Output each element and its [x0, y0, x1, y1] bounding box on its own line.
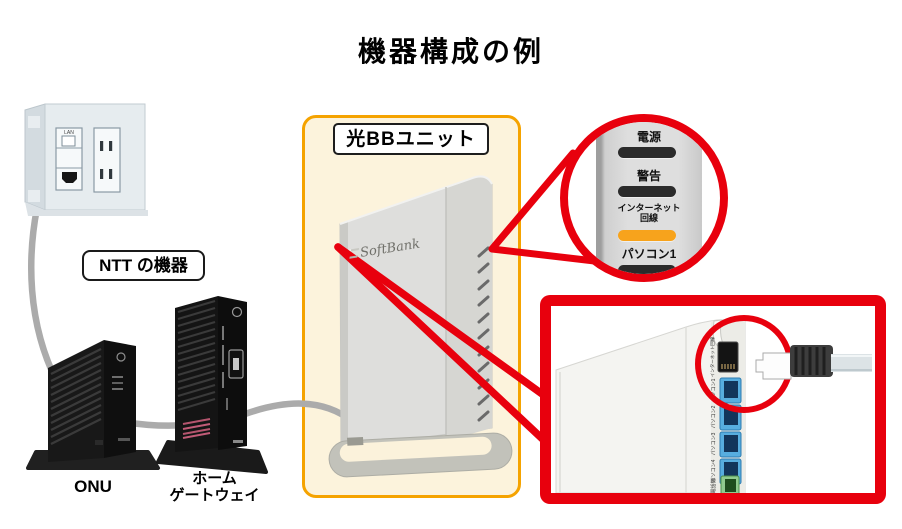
wall-lan-jack: [61, 135, 76, 147]
led-label-warning: 警告: [636, 169, 661, 183]
home-gateway-device: [156, 296, 268, 474]
lan-cable-connector: [755, 352, 792, 380]
lan-cable: [755, 345, 872, 380]
home-gateway-label: ホーム ゲートウェイ: [169, 470, 260, 504]
softbank-logo-mark: [349, 248, 360, 259]
rear-ports-illustration: インターネット回線 パソコン1 パソコン2 パソコン3 パソコン4 電話機: [555, 315, 872, 493]
bb-unit-label: 光BBユニット: [333, 123, 489, 155]
led-pc1: [618, 265, 676, 274]
bb-unit-stand: [328, 432, 513, 478]
callout-pointers: [334, 149, 607, 450]
cable-wall-to-onu: [28, 204, 62, 388]
lan-port-2-label: パソコン2: [711, 405, 717, 428]
wall-phone-jack-icon: [62, 172, 77, 183]
lan-port-3-label: パソコン3: [711, 432, 717, 455]
phone-port-label: 電話機: [710, 478, 717, 493]
led-label-power: 電源: [636, 130, 661, 144]
lan-cable-cord: [831, 354, 872, 372]
led-label-pc1: パソコン1: [621, 247, 677, 261]
wall-outlet: [24, 103, 148, 216]
ntt-equipment-label: NTT の機器: [82, 250, 205, 281]
bb-unit-front: [328, 175, 513, 478]
page-title: 機器構成の例: [357, 36, 544, 67]
led-indicator-callout: 電源 警告 インターネット 回線 パソコン1 パソコン2: [560, 114, 728, 282]
wan-port: [717, 341, 739, 373]
onu-device: [26, 340, 160, 470]
lan-port-4-label: パソコン4: [711, 459, 717, 482]
wall-power-outlet: [93, 127, 121, 193]
onu-ntt-logo: [116, 352, 126, 362]
led-internet: [618, 230, 676, 241]
led-power: [618, 147, 676, 158]
lan-port-1-label: パソコン1: [711, 378, 717, 401]
onu-label: ONU: [74, 477, 112, 496]
rear-ports-callout: インターネット回線 パソコン1 パソコン2 パソコン3 パソコン4 電話機: [540, 295, 886, 504]
led-label-internet: インターネット 回線: [617, 203, 681, 223]
gateway-ntt-logo: [231, 306, 243, 318]
wan-port-label: インターネット回線: [709, 336, 716, 377]
wall-lan-label: LAN: [64, 130, 74, 136]
led-warning: [618, 186, 676, 197]
